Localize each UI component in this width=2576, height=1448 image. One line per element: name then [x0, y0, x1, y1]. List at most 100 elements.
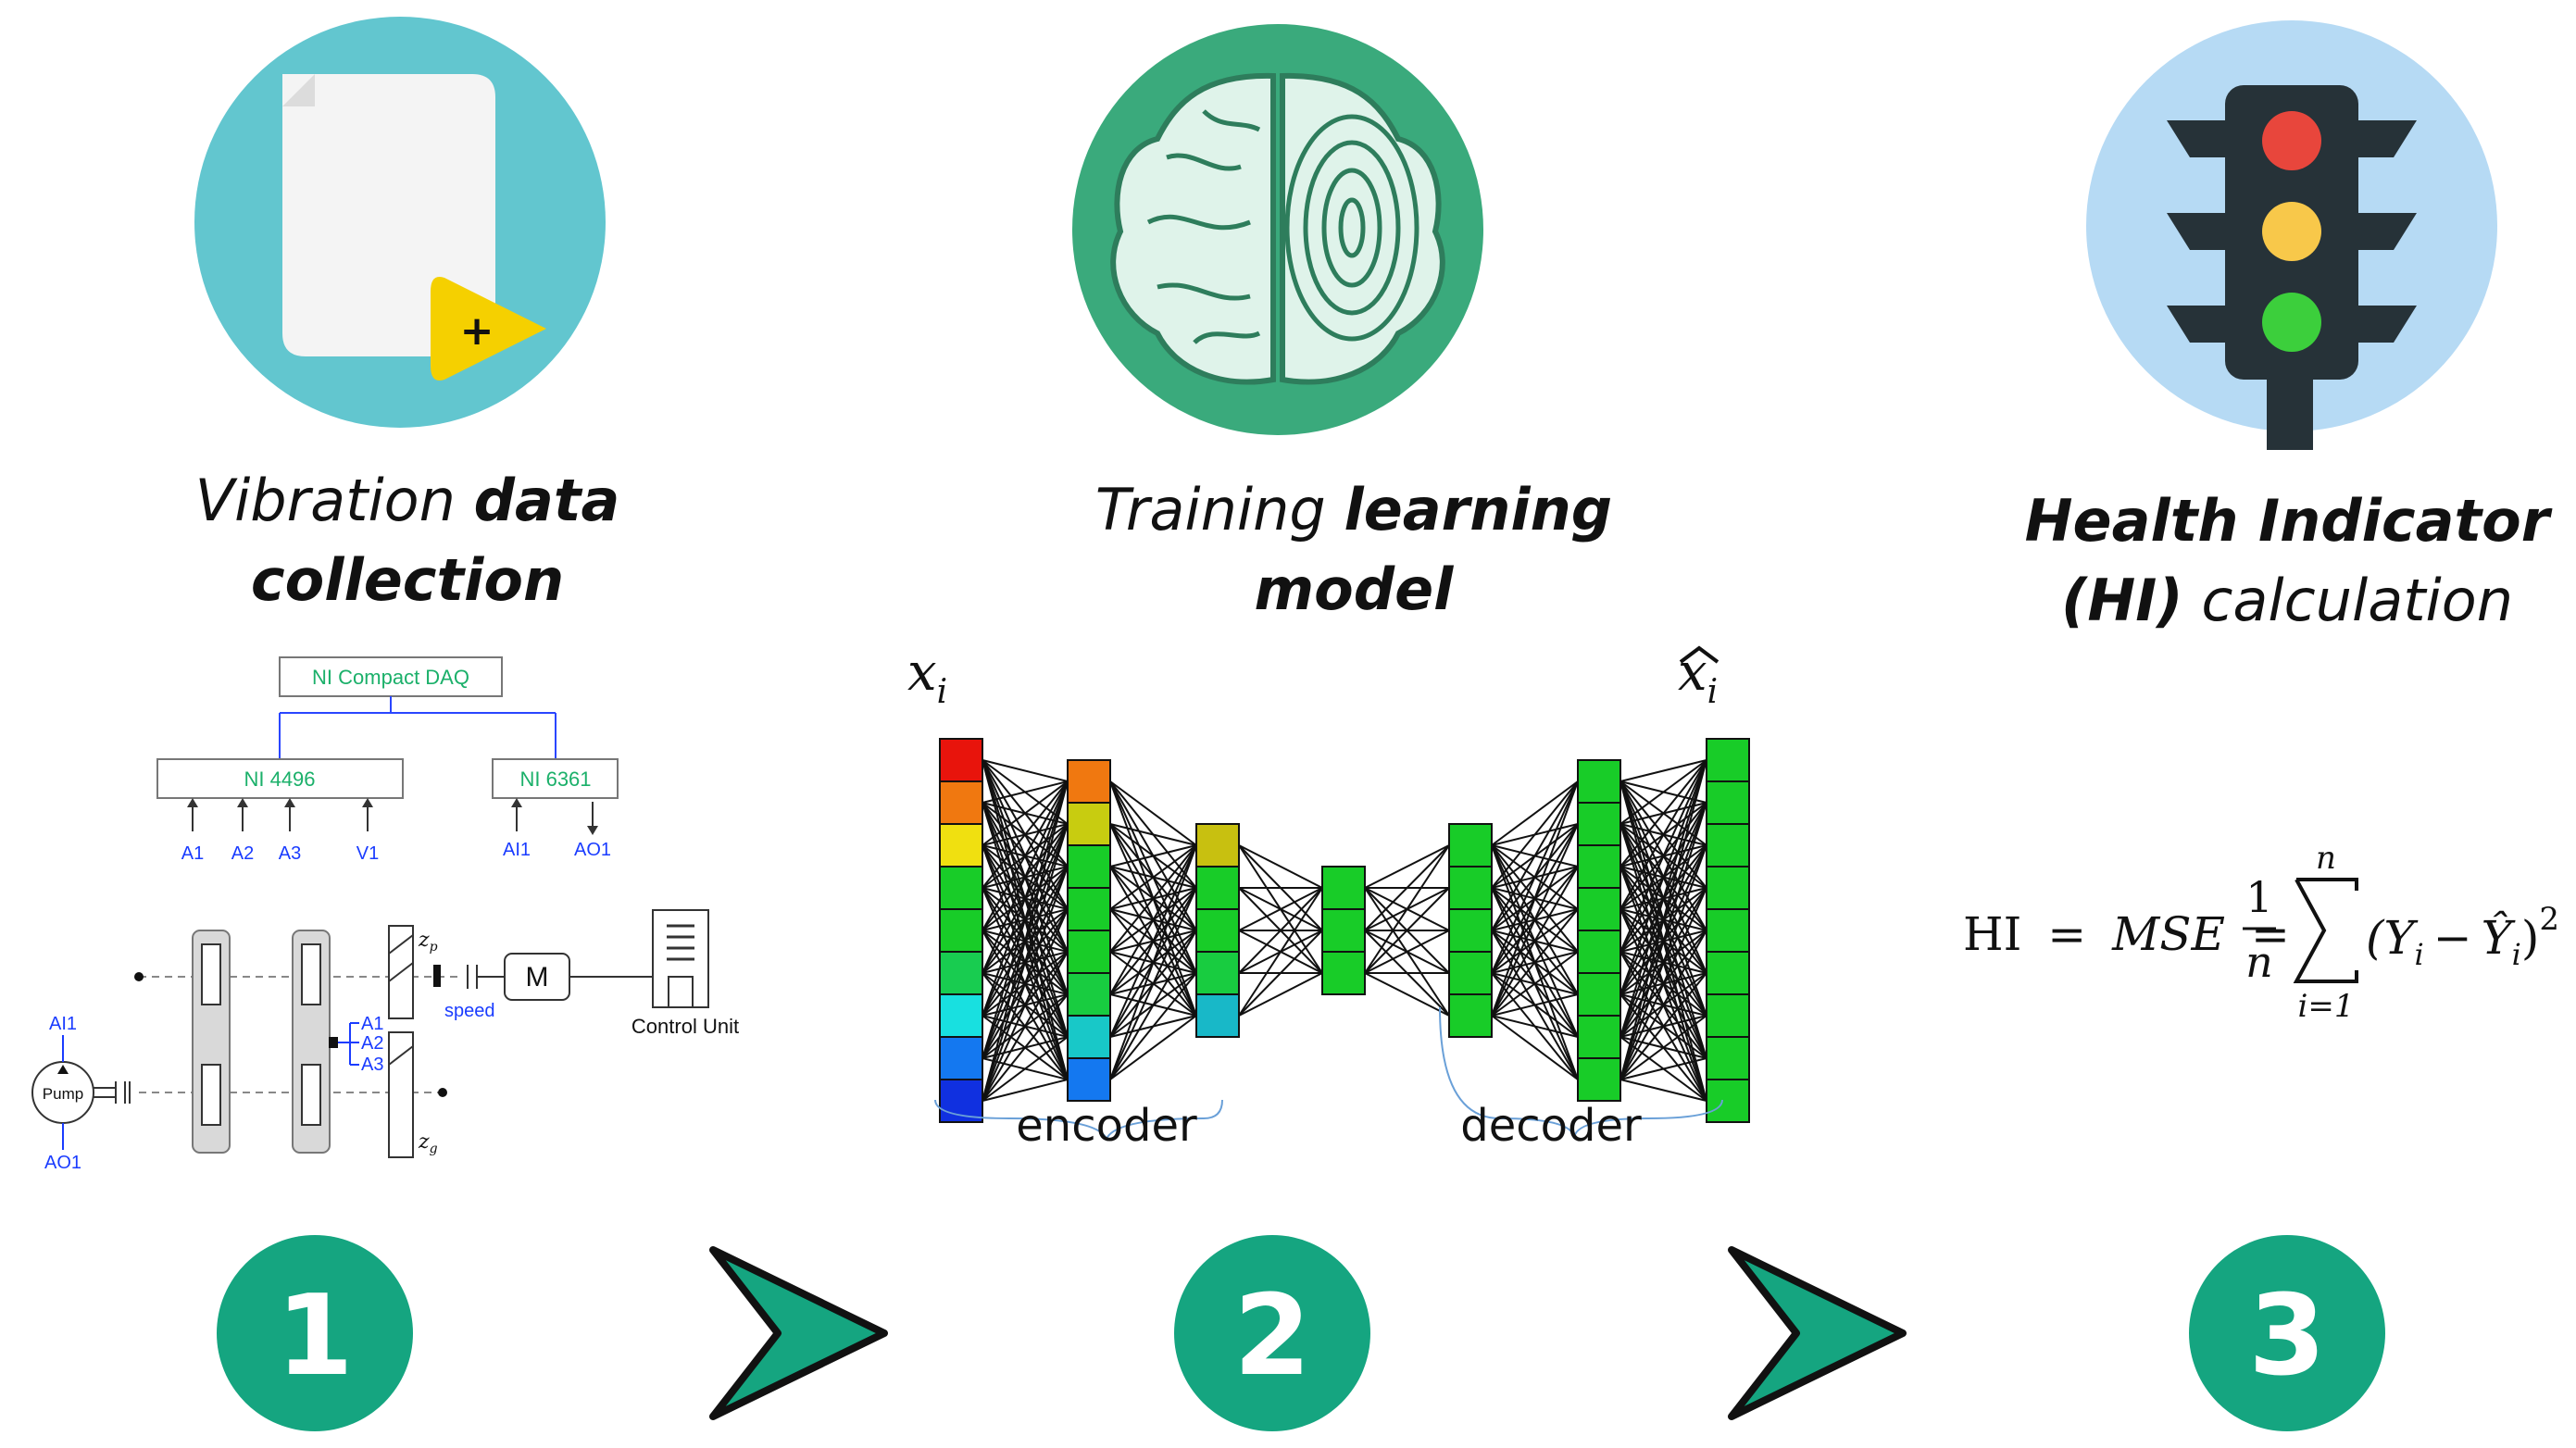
motor-label: M: [526, 962, 549, 992]
network-node: [1577, 759, 1621, 804]
formula-close: ): [2521, 911, 2540, 965]
svg-text:Training learning: Training learning: [1095, 476, 1612, 543]
network-node: [1067, 930, 1111, 974]
zp-label: zp: [418, 929, 438, 955]
network-node: [939, 951, 983, 995]
network-edge: [1491, 780, 1579, 889]
network-edge: [1619, 759, 1707, 825]
pump-ao1: AO1: [44, 1153, 81, 1173]
zg-label: zg: [418, 1130, 438, 1156]
network-node: [1577, 1057, 1621, 1102]
step-2-title-bold: learning: [1344, 476, 1613, 543]
network-edge: [1109, 887, 1197, 1080]
ni4496-label: NI 4496: [244, 768, 315, 791]
network-edge: [1619, 759, 1707, 1080]
network-edge: [1238, 887, 1323, 974]
network-edge: [1109, 823, 1197, 846]
network-node: [1067, 802, 1111, 846]
encoder-label: encoder: [1016, 1100, 1197, 1152]
pump-label: Pump: [43, 1085, 83, 1103]
step-2-title-line2: model: [1255, 555, 1455, 623]
network-node: [1577, 844, 1621, 889]
arrow-2-icon: [1728, 1246, 1907, 1420]
network-edge: [1238, 887, 1323, 931]
formula-minus: −: [2433, 911, 2472, 965]
sensor-a1: A1: [361, 1014, 383, 1034]
network-node: [1067, 972, 1111, 1017]
step-1-number: 1: [276, 1272, 354, 1401]
network-edge: [1491, 951, 1579, 1017]
network-edge: [1619, 1015, 1707, 1080]
network-edge: [1238, 844, 1323, 889]
ch-ao1: AO1: [574, 840, 611, 860]
network-edge: [1619, 844, 1707, 1080]
network-node: [1195, 993, 1240, 1038]
network-edge: [1619, 759, 1707, 868]
network-edge: [1364, 844, 1450, 974]
network-node: [1577, 1015, 1621, 1059]
network-edge: [1491, 823, 1579, 1017]
network-edge: [982, 993, 1069, 1102]
step-2-title-plain: Training: [1095, 476, 1344, 543]
ni6361-label: NI 6361: [519, 768, 591, 791]
network-edge: [1364, 930, 1450, 974]
network-edge: [1109, 780, 1197, 846]
network-node: [939, 866, 983, 910]
network-node: [1195, 823, 1240, 868]
network-node: [939, 823, 983, 868]
ch-a2: A2: [231, 843, 254, 864]
network-edge: [982, 780, 1069, 804]
network-nodes: [939, 738, 1750, 1123]
network-node: [1706, 866, 1750, 910]
network-edge: [982, 780, 1069, 846]
sensor-a3: A3: [361, 1055, 383, 1075]
network-node: [939, 738, 983, 782]
network-edge: [1238, 972, 1323, 1017]
network-node: [939, 993, 983, 1038]
network-edge: [1619, 887, 1707, 1080]
network-node: [939, 780, 983, 825]
step-1-title-line2: collection: [251, 546, 564, 614]
input-label: xi: [907, 643, 947, 711]
brain-icon: [1072, 24, 1483, 435]
network-node: [1448, 866, 1493, 910]
network-node: [1321, 866, 1366, 910]
sigma-symbol: [2293, 878, 2358, 983]
step-2-badge: 2: [1174, 1235, 1370, 1431]
step-3-title-line2-bold: (HI): [2061, 567, 2183, 634]
svg-text:+: +: [460, 307, 494, 355]
ch-a3: A3: [279, 843, 301, 864]
network-edge: [1364, 972, 1450, 1017]
network-edge: [1619, 802, 1707, 1080]
network-edge: [1491, 780, 1579, 931]
network-node: [1706, 780, 1750, 825]
output-label: xi: [1678, 643, 1718, 711]
network-edge: [982, 780, 1069, 889]
step-2-number: 2: [1233, 1272, 1311, 1401]
network-edge: [1491, 1015, 1579, 1080]
network-edge: [1109, 972, 1197, 1080]
network-node: [1706, 1036, 1750, 1080]
network-edges: [982, 759, 1707, 1102]
ni6361-box: [492, 758, 619, 799]
step-1-title-bold: data: [474, 467, 620, 534]
network-node: [1067, 844, 1111, 889]
network-edge: [982, 780, 1069, 1102]
network-node: [1706, 1079, 1750, 1123]
network-edge: [1619, 972, 1707, 1080]
control-unit-label: Control Unit: [631, 1015, 739, 1038]
network-edge: [1238, 930, 1323, 1017]
network-node: [1067, 759, 1111, 804]
formula-power: 2: [2539, 901, 2559, 938]
formula-frac-den: n: [2245, 937, 2273, 987]
network-edge: [1619, 759, 1707, 1038]
formula-sum-upper: n: [2316, 840, 2336, 877]
ch-v1: V1: [356, 843, 379, 864]
network-node: [1195, 866, 1240, 910]
svg-text:HI = MSE =: HI = MSE =: [1963, 907, 2290, 961]
network-edge: [1491, 993, 1579, 1017]
formula-frac-num: 1: [2245, 872, 2272, 922]
speed-label: speed: [444, 1001, 495, 1021]
formula-mse: MSE: [2111, 907, 2225, 961]
